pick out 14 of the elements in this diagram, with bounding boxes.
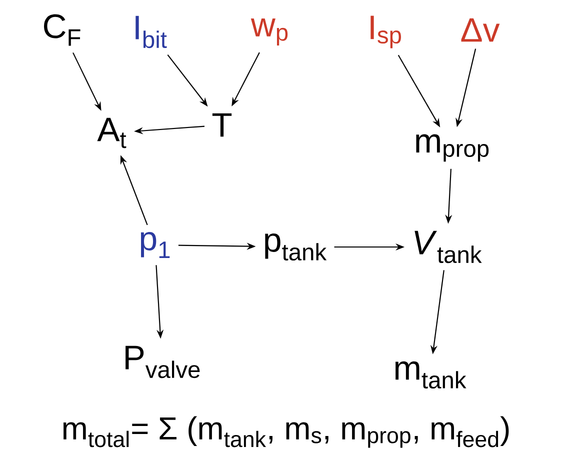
variable-label: P$_{valve}$: [126, 346, 200, 378]
variable-label: V$_{tank}$: [414, 230, 482, 264]
variable-label: w$_{p}$: [250, 18, 288, 46]
variable-label: m$_{prop}$: [416, 134, 489, 162]
variable-label: T: [212, 113, 232, 137]
variable-label: p$_{tank}$: [265, 233, 327, 261]
variable-label: A$_{t}$: [97, 118, 126, 148]
variable-label: m$_{tank}$: [396, 361, 466, 389]
variable-label: I$_{bit}$: [136, 16, 167, 48]
variable-label: Δv: [461, 18, 500, 42]
variable-label: C$_{F}$: [44, 14, 80, 46]
formula-text: m$_{total}$= Σ (m$_{tank}$, m$_{s}$, m$_{prop}$, m$_{feed}$): [63, 416, 509, 448]
variable-label: I$_{sp}$: [370, 16, 401, 48]
variable-label: p$_{1}$: [140, 232, 170, 258]
